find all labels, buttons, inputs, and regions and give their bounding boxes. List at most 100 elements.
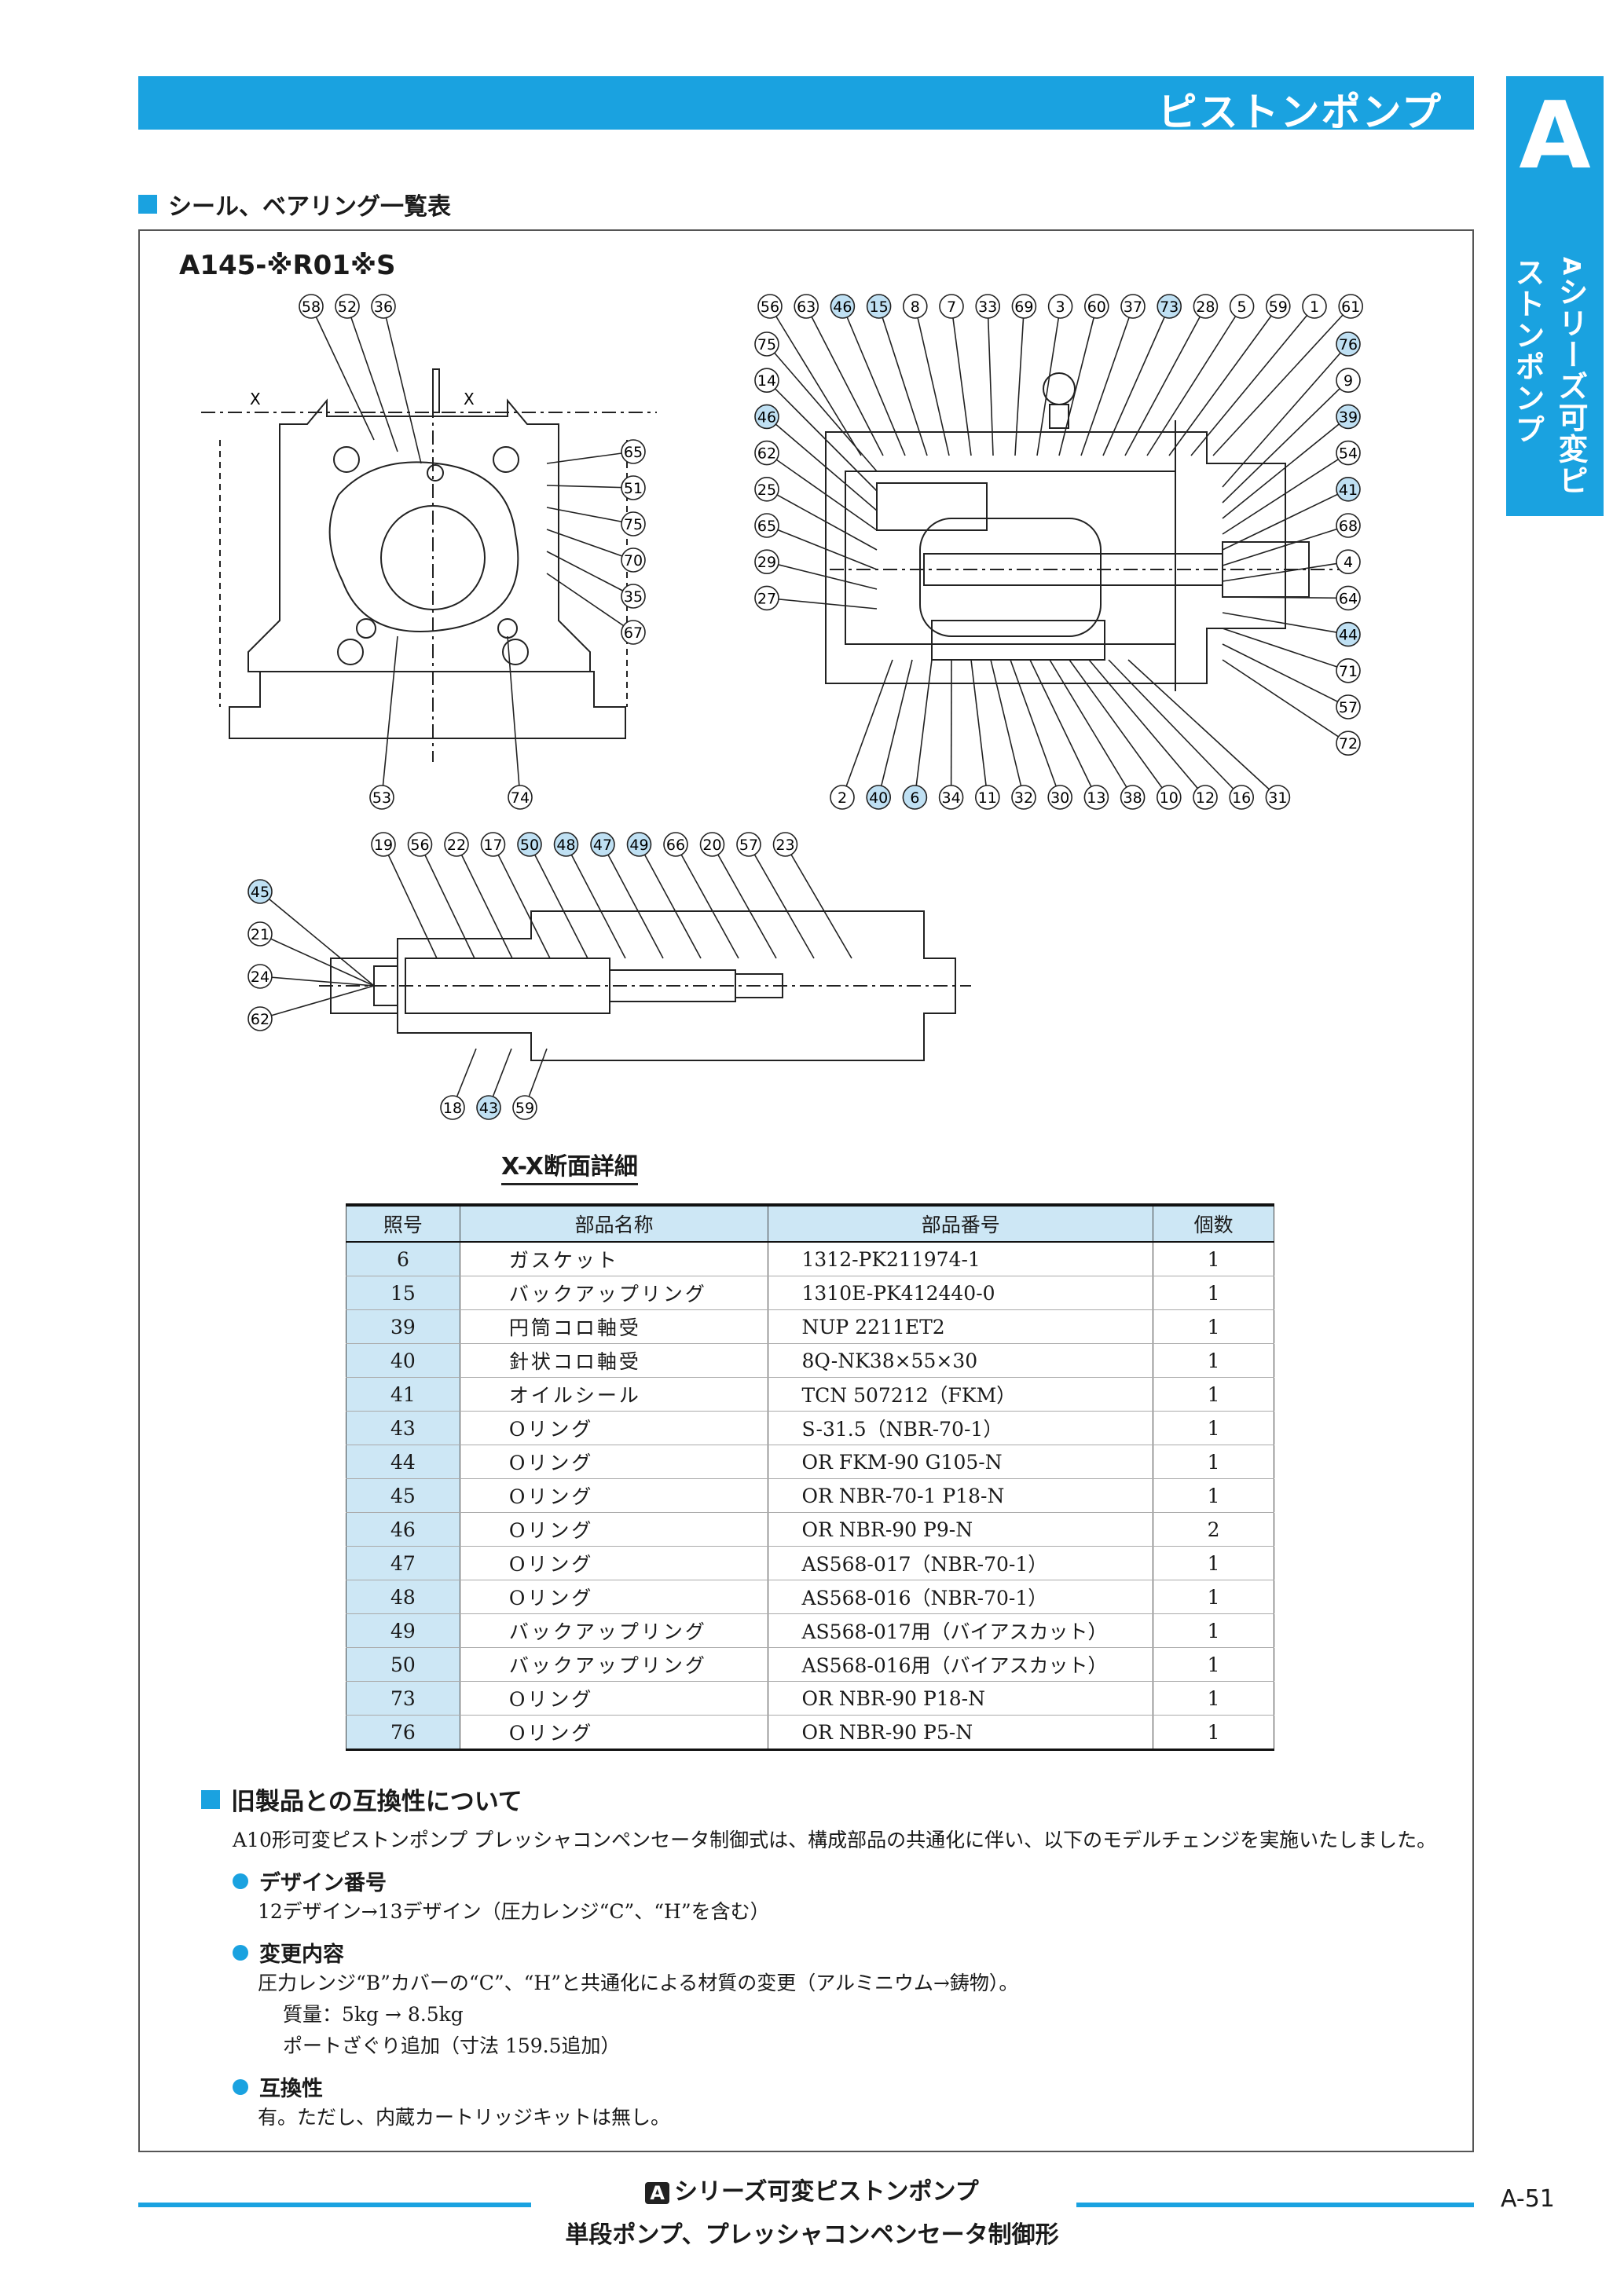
cell-part-number: AS568-016用（バイアスカット） <box>768 1647 1154 1682</box>
callout-14: 14 <box>754 368 878 492</box>
cell-part-number: S-31.5（NBR-70-1） <box>768 1411 1154 1445</box>
series-badge-icon: A <box>1557 257 1585 277</box>
cell-part-number: OR NBR-90 P5-N <box>768 1715 1154 1751</box>
cell-part-name: Oリング <box>459 1411 769 1445</box>
svg-text:59: 59 <box>515 1100 534 1117</box>
compat-title: 旧製品との互換性について <box>231 1788 522 1816</box>
cell-number: 76 <box>346 1715 460 1751</box>
svg-text:6: 6 <box>910 789 919 807</box>
change-text: 圧力レンジ“B”カバーの“C”、“H”と共通化による材質の変更（アルミニウム→鋳… <box>258 1972 1019 1994</box>
callout-44: 44 <box>1222 612 1361 647</box>
cell-quantity: 1 <box>1153 1580 1274 1614</box>
svg-text:69: 69 <box>1014 298 1033 316</box>
svg-text:49: 49 <box>629 837 648 854</box>
callout-57: 57 <box>736 832 815 959</box>
svg-text:36: 36 <box>374 298 393 316</box>
svg-text:27: 27 <box>757 590 776 607</box>
svg-text:32: 32 <box>1014 789 1033 807</box>
interchange-label: 互換性 <box>259 2077 323 2101</box>
svg-text:30: 30 <box>1050 789 1069 807</box>
callout-18: 18 <box>440 1048 477 1120</box>
cell-quantity: 1 <box>1153 1276 1274 1310</box>
svg-text:70: 70 <box>624 552 643 569</box>
svg-text:46: 46 <box>833 298 852 316</box>
callout-71: 71 <box>1222 628 1361 683</box>
callout-37: 37 <box>1080 294 1146 456</box>
callout-5: 5 <box>1146 294 1255 456</box>
svg-text:41: 41 <box>1339 482 1358 499</box>
cell-quantity: 1 <box>1153 1546 1274 1580</box>
footer-line-left <box>138 2203 531 2207</box>
callout-31: 31 <box>1127 659 1291 810</box>
callout-50: 50 <box>517 832 588 959</box>
square-bullet-icon <box>201 1789 220 1809</box>
cell-quantity: 1 <box>1153 1647 1274 1682</box>
svg-text:59: 59 <box>1269 298 1288 316</box>
cell-part-name: Oリング <box>459 1681 769 1716</box>
cell-number: 43 <box>346 1411 460 1445</box>
callout-21: 21 <box>247 921 375 987</box>
cell-quantity: 1 <box>1153 1411 1274 1445</box>
svg-text:11: 11 <box>978 789 997 807</box>
callout-32: 32 <box>990 659 1036 810</box>
footer-line1: シリーズ可変ピストンポンプ <box>673 2178 979 2206</box>
cell-part-name: ガスケット <box>459 1242 769 1276</box>
svg-text:29: 29 <box>757 554 776 571</box>
svg-text:46: 46 <box>757 408 776 426</box>
cell-number: 15 <box>346 1276 460 1310</box>
callout-22: 22 <box>444 832 513 959</box>
callout-34: 34 <box>938 659 964 810</box>
callout-4: 4 <box>1222 549 1361 582</box>
svg-text:75: 75 <box>624 516 643 533</box>
svg-text:4: 4 <box>1344 554 1353 571</box>
svg-text:61: 61 <box>1341 298 1360 316</box>
cell-quantity: 1 <box>1153 1377 1274 1412</box>
cell-quantity: 1 <box>1153 1478 1274 1513</box>
cell-part-name: 円筒コロ軸受 <box>459 1309 769 1344</box>
svg-text:66: 66 <box>666 837 685 854</box>
cell-part-name: バックアップリング <box>459 1613 769 1648</box>
design-text: 12デザイン→13デザイン（圧力レンジ“C”、“H”を含む） <box>258 1900 770 1923</box>
svg-text:64: 64 <box>1339 590 1358 607</box>
callout-60: 60 <box>1058 294 1109 456</box>
cell-part-number: NUP 2211ET2 <box>768 1309 1154 1344</box>
svg-text:60: 60 <box>1087 298 1106 316</box>
svg-text:5: 5 <box>1237 298 1247 316</box>
table-header-row: 照号 部品名称 部品番号 個数 <box>346 1203 1274 1243</box>
svg-text:56: 56 <box>410 837 429 854</box>
cell-number: 40 <box>346 1343 460 1378</box>
callout-38: 38 <box>1049 659 1146 810</box>
cell-number: 44 <box>346 1445 460 1479</box>
cell-part-number: OR NBR-70-1 P18-N <box>768 1478 1154 1513</box>
series-badge-icon: A <box>645 2182 669 2204</box>
svg-text:25: 25 <box>757 482 776 499</box>
svg-text:43: 43 <box>479 1100 498 1117</box>
cell-part-name: バックアップリング <box>459 1276 769 1310</box>
cell-part-number: OR NBR-90 P9-N <box>768 1512 1154 1547</box>
svg-text:50: 50 <box>520 837 539 854</box>
svg-text:65: 65 <box>624 444 643 461</box>
cell-number: 39 <box>346 1309 460 1344</box>
cell-quantity: 1 <box>1153 1613 1274 1648</box>
callout-59: 59 <box>1168 294 1291 456</box>
cell-part-number: OR NBR-90 P18-N <box>768 1681 1154 1716</box>
callout-27: 27 <box>754 585 878 611</box>
callout-75: 75 <box>754 331 878 472</box>
cell-quantity: 1 <box>1153 1681 1274 1716</box>
footer-subtitle: 単段ポンプ、プレッシャコンペンセータ制御形 <box>565 2221 1059 2249</box>
callout-9: 9 <box>1222 368 1361 504</box>
callout-47: 47 <box>590 832 664 959</box>
svg-text:24: 24 <box>251 969 269 986</box>
svg-text:17: 17 <box>483 837 502 854</box>
svg-text:2: 2 <box>838 789 847 807</box>
callout-23: 23 <box>772 832 852 959</box>
